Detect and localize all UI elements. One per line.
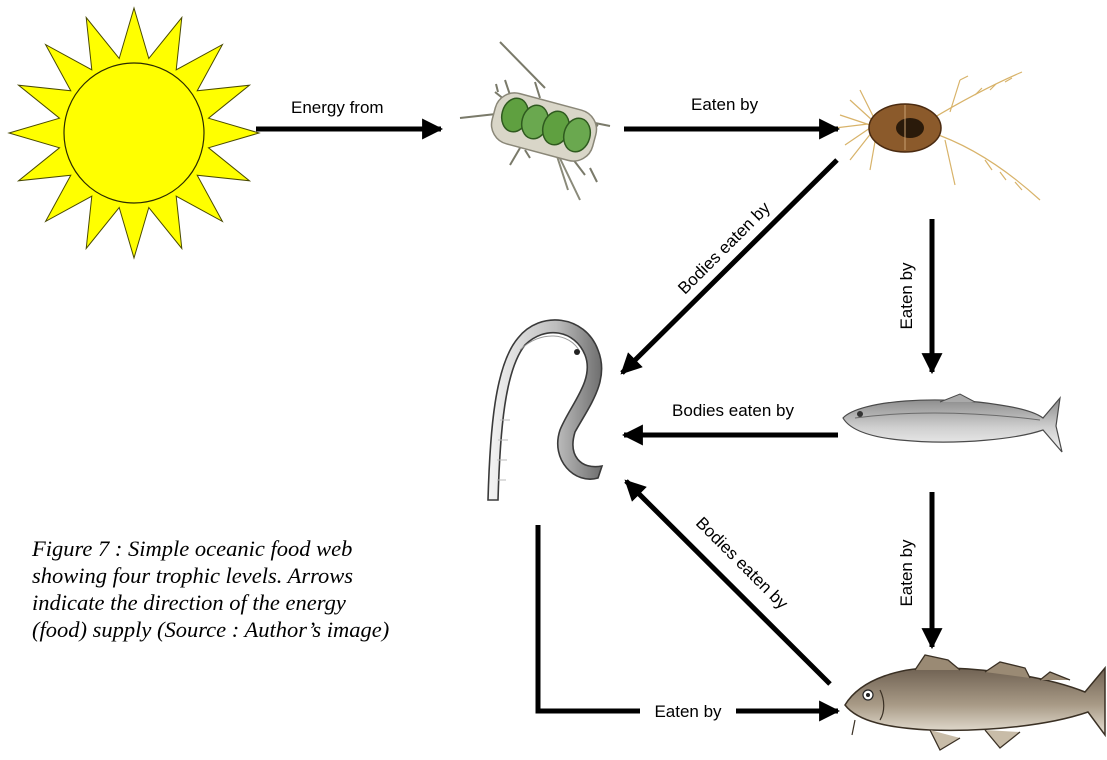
label-worm-eaten-by: Eaten by (654, 702, 722, 721)
sun-icon (9, 8, 259, 258)
arrow-zooplankton-to-worm (622, 160, 837, 373)
caption-line-3: indicate the direction of the energy (32, 589, 472, 616)
label-phyto-eaten-by: Eaten by (691, 95, 759, 114)
label-fish-bodies-eaten-by: Bodies eaten by (672, 401, 794, 420)
arrow-worm-to-cod (538, 525, 838, 711)
caption-line-2: showing four trophic levels. Arrows (32, 562, 472, 589)
cod-icon (845, 655, 1105, 750)
label-zoo-bodies-eaten-by: Bodies eaten by (674, 198, 774, 298)
arrow-cod-to-worm (626, 481, 830, 684)
phytoplankton-icon (460, 42, 610, 200)
small-fish-icon (843, 394, 1062, 452)
label-fish-eaten-by: Eaten by (897, 539, 916, 607)
caption-line-1: Figure 7 : Simple oceanic food web (32, 535, 472, 562)
zooplankton-icon (835, 72, 1040, 200)
label-energy-from: Energy from (291, 98, 384, 117)
caption-line-4: (food) supply (Source : Author’s image) (32, 616, 472, 643)
figure-caption: Figure 7 : Simple oceanic food web showi… (32, 535, 472, 643)
worm-icon (488, 320, 602, 500)
label-zoo-eaten-by: Eaten by (897, 262, 916, 330)
